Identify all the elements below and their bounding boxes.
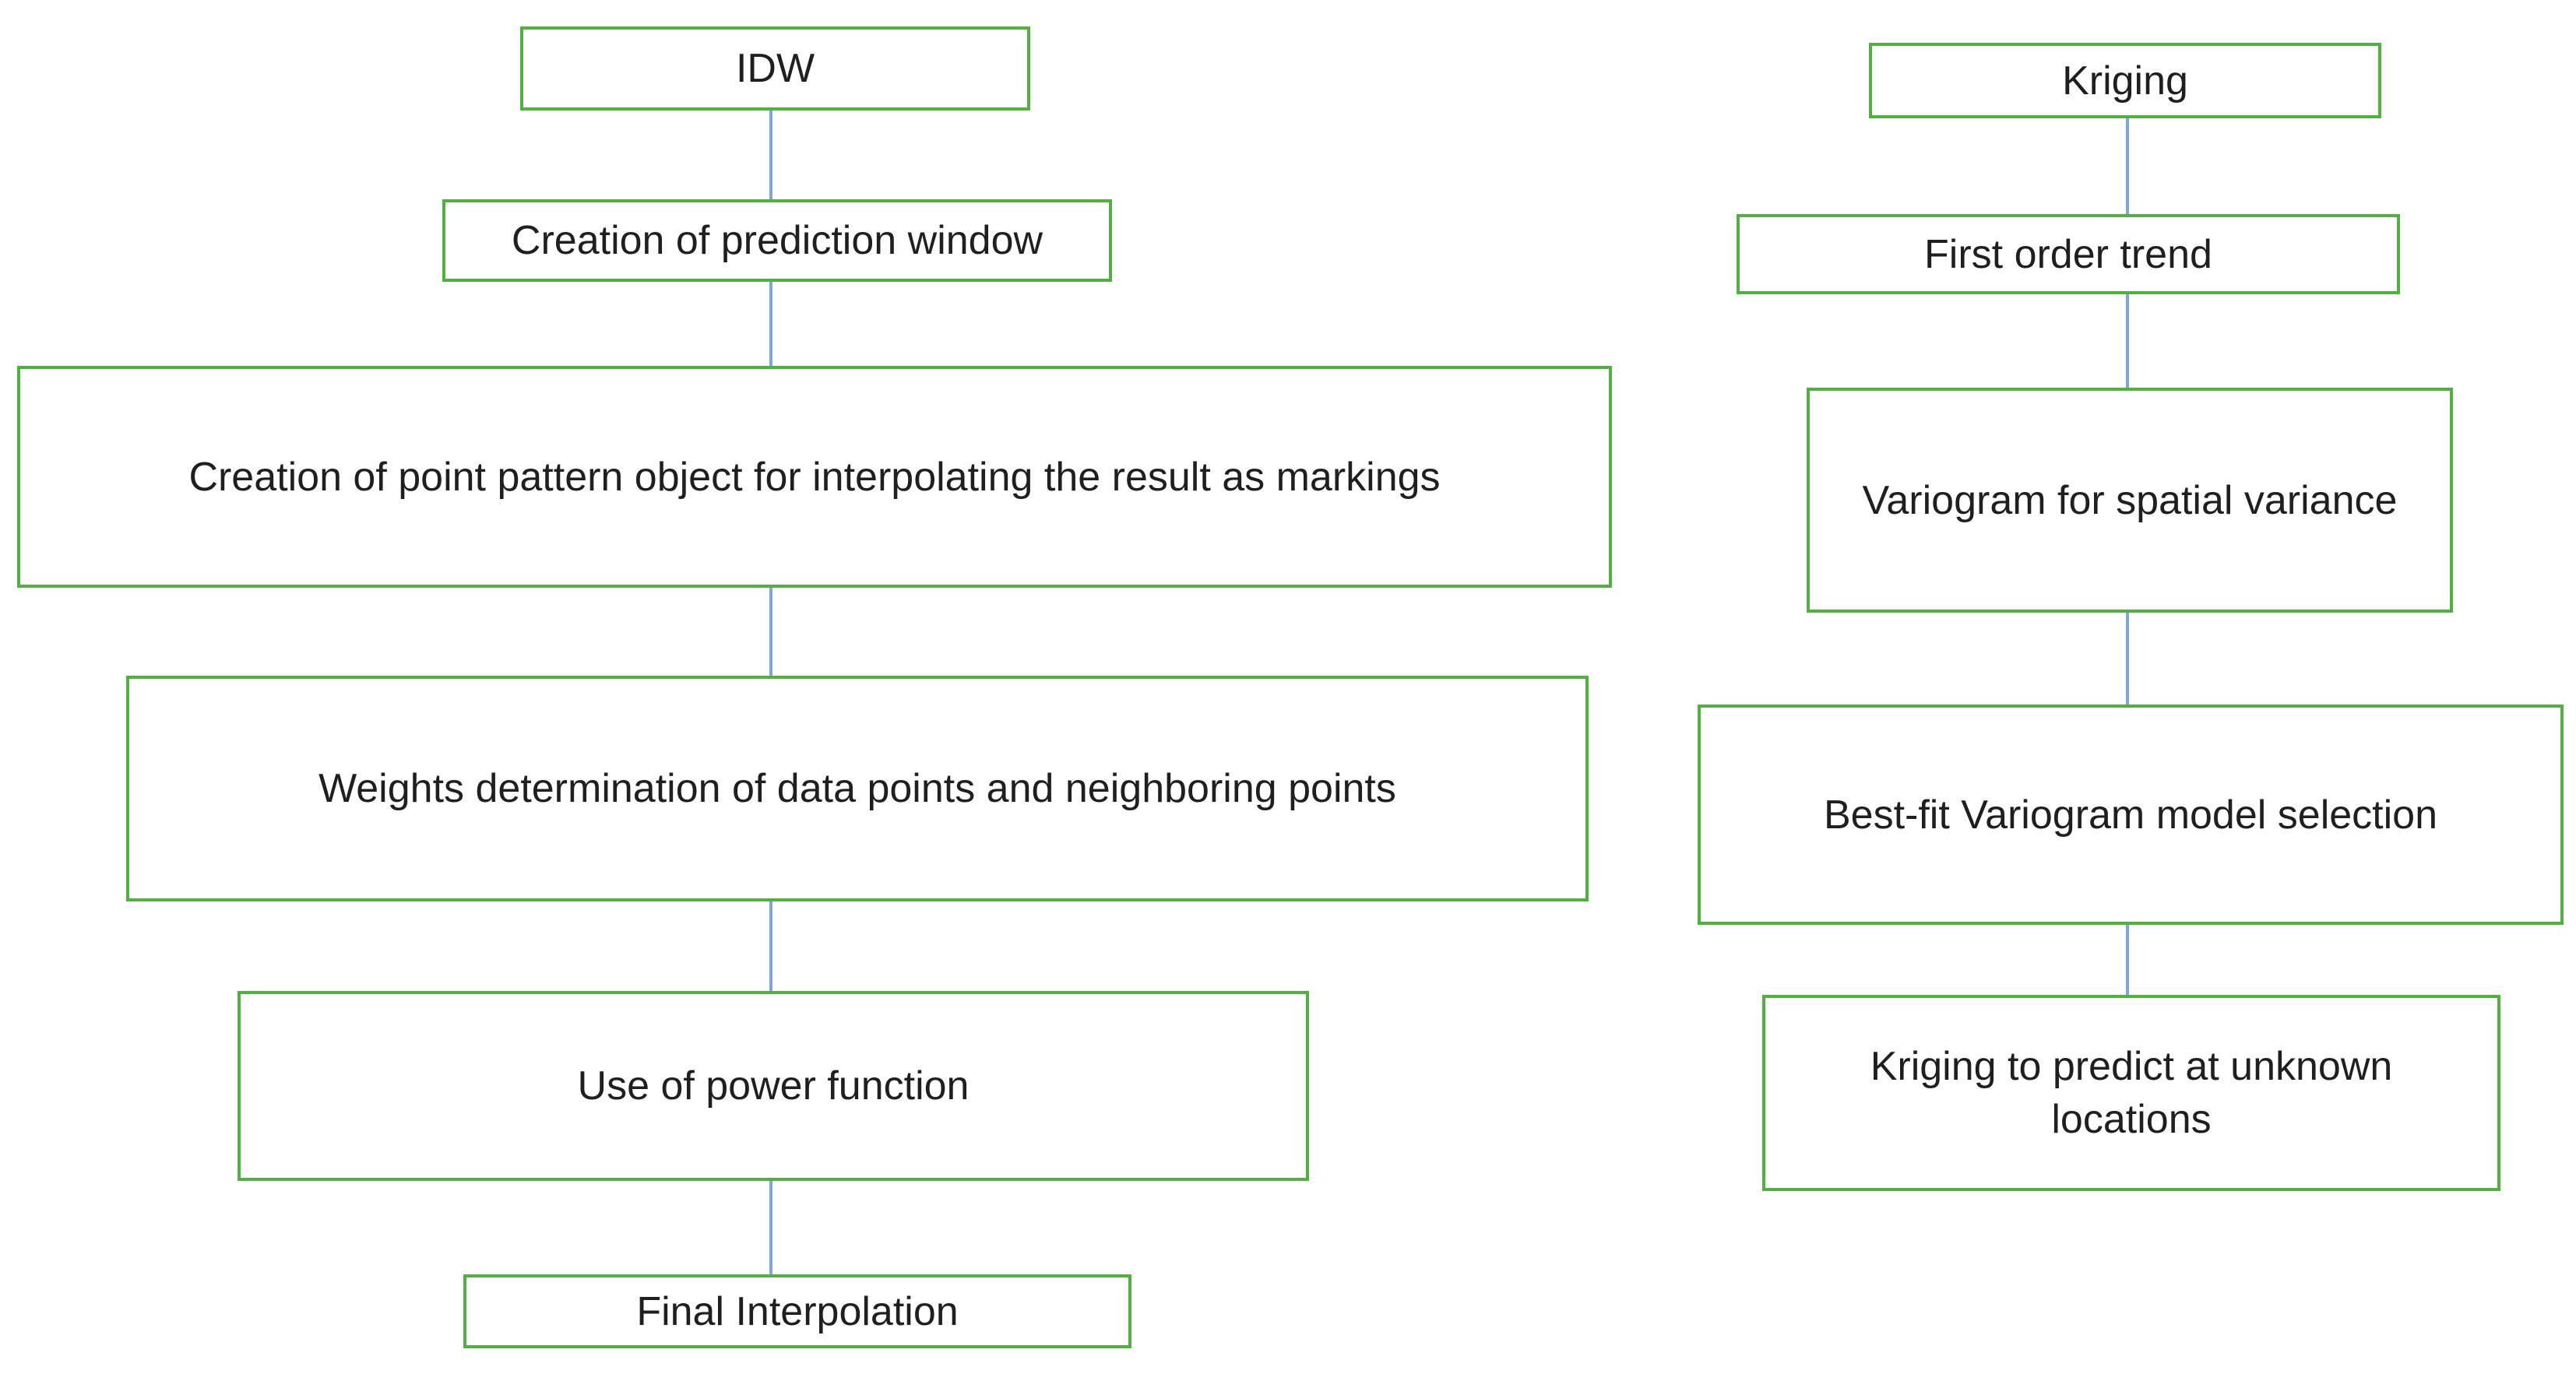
flow-node-label: Use of power function (577, 1063, 970, 1109)
flow-node-label: First order trend (1924, 231, 2212, 277)
connector-line (769, 588, 772, 677)
flow-node-label: Kriging (2062, 58, 2188, 104)
connector-line (2126, 294, 2129, 388)
connector-line (769, 901, 772, 993)
flow-node-variogram-spatial-variance: Variogram for spatial variance (1807, 388, 2453, 613)
flow-node-kriging: Kriging (1869, 43, 2381, 118)
flow-node-label: Weights determination of data points and… (318, 766, 1396, 811)
connector-line (2126, 118, 2129, 214)
flow-node-creation-of-point-pattern-object: Creation of point pattern object for int… (17, 366, 1612, 588)
flow-node-weights-determination: Weights determination of data points and… (126, 676, 1589, 901)
connector-line (769, 1181, 772, 1274)
flow-node-final-interpolation: Final Interpolation (463, 1274, 1131, 1348)
flow-node-label: Variogram for spatial variance (1862, 477, 2398, 523)
flow-node-idw: IDW (520, 26, 1030, 111)
flow-node-first-order-trend: First order trend (1737, 214, 2400, 294)
flow-node-label: Creation of prediction window (511, 218, 1043, 263)
flow-node-best-fit-variogram-model: Best-fit Variogram model selection (1698, 705, 2564, 925)
flow-node-label: Creation of point pattern object for int… (188, 454, 1441, 500)
flow-node-label: Best-fit Variogram model selection (1823, 792, 2438, 838)
connector-line (769, 111, 772, 201)
flow-node-creation-of-prediction-window: Creation of prediction window (442, 199, 1112, 282)
flow-node-label: Kriging to predict at unknown locations (1870, 1044, 2393, 1142)
flow-node-use-of-power-function: Use of power function (238, 991, 1309, 1181)
flow-node-kriging-predict-unknown: Kriging to predict at unknown locations (1762, 995, 2500, 1191)
flow-node-label: Final Interpolation (636, 1288, 959, 1334)
connector-line (2126, 613, 2129, 706)
connector-line (769, 282, 772, 367)
flow-node-label: IDW (735, 46, 815, 91)
connector-line (2126, 925, 2129, 995)
